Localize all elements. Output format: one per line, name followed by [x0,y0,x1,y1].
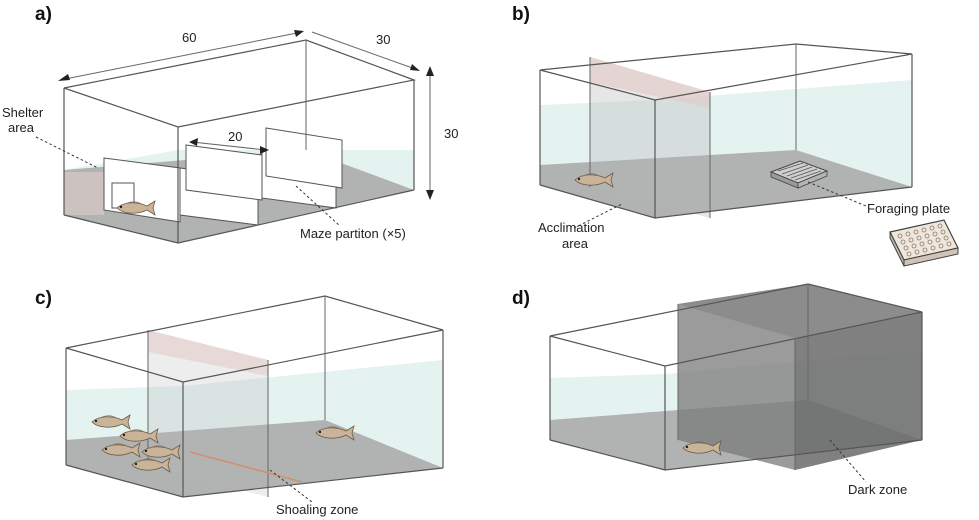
tank-outline-a [63,39,417,244]
shoaling-label: Shoaling zone [276,502,358,517]
panel-c: c) Shoaling zone [35,288,444,517]
tank-outline-b [539,43,913,219]
dimension-height: 30 [444,126,458,141]
acclimation-label-line1: Acclimation [538,220,604,235]
dimension-length: 60 [182,30,196,45]
shoal-divider-top [148,330,268,376]
tank-outline-d [549,283,923,471]
panel-d: d) Dark zone [512,283,923,497]
foraging-label: Foraging plate [867,201,950,216]
dark-zone-leader [829,439,867,483]
panel-a: a) [2,4,458,244]
maze-partition-4 [265,127,343,189]
dimension-width: 30 [376,32,390,47]
maze-label: Maze partiton (×5) [300,226,406,241]
dark-zone-label: Dark zone [848,482,907,497]
maze-partition-2 [185,144,263,201]
foraging-plate-in-tank [769,160,829,189]
tank-floor-b [540,150,912,218]
dark-zone [678,284,922,470]
foraging-leader [807,181,867,207]
panel-label-d: d) [512,288,530,309]
shelter-wall [64,172,104,215]
foraging-plate-icon [889,219,959,267]
acclimation-label-line2: area [562,236,589,251]
dimension-arrows-a [58,30,434,200]
panel-label-c: c) [35,288,52,309]
shelter-label-line2: area [8,120,35,135]
shelter-label-line1: Shelter [2,105,44,120]
tank-floor-c [66,420,443,497]
acclimation-leader [573,203,623,229]
panel-label-a: a) [35,4,52,25]
shoaling-leader [269,469,313,503]
panel-label-b: b) [512,4,530,25]
panel-b: b) [512,4,959,267]
dimension-spacing: 20 [228,129,242,144]
tank-outline-c [65,295,444,498]
shelter-leader [35,136,99,169]
shoaling-boundary-line [189,451,303,483]
dark-zone-wall [795,312,922,470]
